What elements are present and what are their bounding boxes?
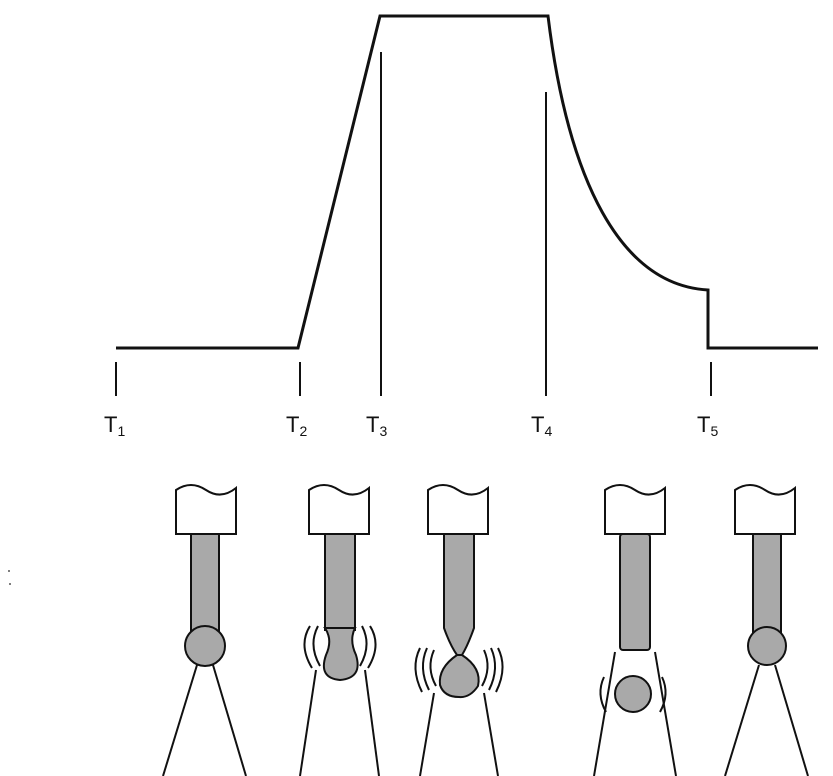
label-t1-sub: 1 [117, 423, 125, 439]
arc-glow-right-3 [495, 647, 504, 693]
label-t4-sub: 4 [544, 423, 552, 439]
arc-line-right [364, 669, 380, 776]
molten-droplet [184, 625, 226, 667]
label-t2-sub: 2 [299, 423, 307, 439]
label-t2-base: T [286, 412, 299, 437]
torch-holder [604, 484, 666, 535]
stray-mark [9, 583, 11, 585]
label-t2: T2 [286, 412, 307, 439]
wire-electrode [190, 533, 220, 641]
phase-2-electrode [299, 484, 380, 776]
free-droplet [614, 675, 652, 713]
arc-glow-right-1 [481, 649, 489, 687]
arc-glow-right-2 [488, 647, 496, 691]
arc-glow-right [359, 625, 368, 667]
torch-holder [308, 484, 370, 535]
molten-droplet [747, 626, 787, 666]
label-t4-base: T [531, 412, 544, 437]
label-t3-sub: 3 [379, 423, 387, 439]
arc-line-left [299, 669, 317, 776]
arc-line-right [654, 651, 677, 776]
label-t1: T1 [104, 412, 125, 439]
arc-line-right [212, 664, 247, 776]
arc-line-right [483, 692, 499, 776]
phase-4-electrode [593, 484, 677, 776]
arc-glow-right [659, 676, 667, 713]
phase-5-electrode [724, 484, 809, 776]
wire-electrode [443, 533, 475, 656]
arc-line-left [593, 651, 616, 776]
arc-glow-left-outer [303, 625, 313, 669]
torch-holder [734, 484, 796, 535]
wire-electrode [324, 533, 356, 631]
arc-glow-left-2 [422, 647, 430, 691]
stray-mark [8, 570, 10, 572]
necked-droplet [322, 627, 359, 682]
wire-electrode [752, 533, 782, 641]
phase-1-electrode [162, 484, 247, 776]
label-t5-base: T [697, 412, 710, 437]
arc-glow-right-outer [367, 625, 377, 669]
torch-holder [427, 484, 489, 535]
arc-glow-left [312, 625, 321, 667]
arc-glow-left-1 [429, 649, 437, 687]
label-t1-base: T [104, 412, 117, 437]
waveform-curve [116, 14, 818, 350]
label-t3-base: T [366, 412, 379, 437]
arc-line-right [774, 664, 809, 776]
torch-holder [175, 484, 237, 535]
label-t3: T3 [366, 412, 387, 439]
arc-glow-left-3 [414, 647, 423, 693]
detaching-droplet [438, 654, 480, 699]
wire-electrode [619, 533, 651, 651]
arc-line-left [724, 664, 760, 776]
arc-line-left [162, 664, 198, 776]
label-t5-sub: 5 [710, 423, 718, 439]
arc-line-left [419, 692, 435, 776]
label-t4: T4 [531, 412, 552, 439]
label-t5: T5 [697, 412, 718, 439]
phase-3-electrode [414, 484, 504, 776]
